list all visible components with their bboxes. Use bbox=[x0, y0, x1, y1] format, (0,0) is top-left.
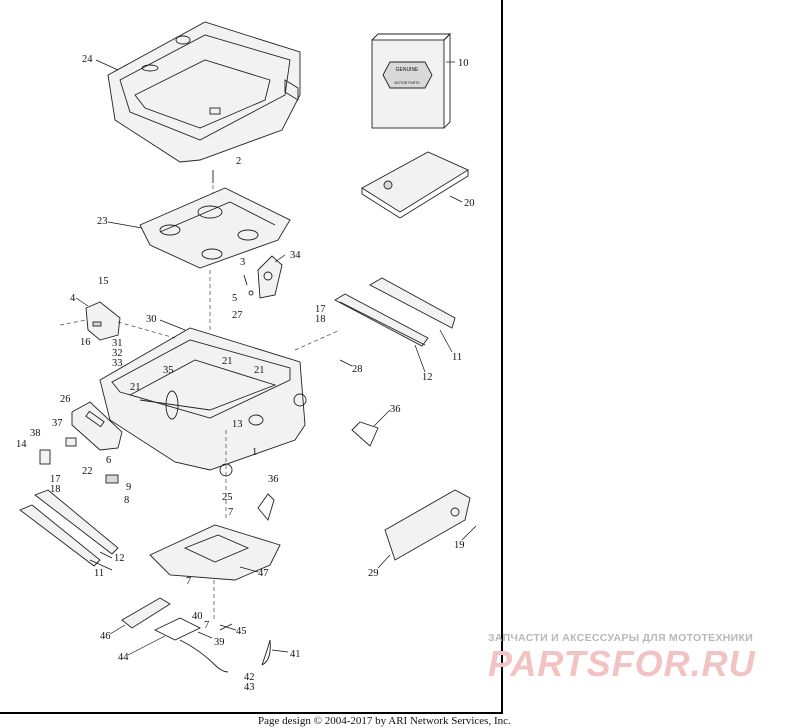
callout-24[interactable]: 24 bbox=[82, 54, 93, 65]
part-liner[interactable] bbox=[107, 21, 301, 163]
callout-21b[interactable]: 21 bbox=[254, 365, 265, 376]
callout-16[interactable]: 16 bbox=[80, 337, 91, 348]
callout-45[interactable]: 45 bbox=[236, 626, 247, 637]
callout-19[interactable]: 19 bbox=[454, 540, 465, 551]
callout-22[interactable]: 22 bbox=[82, 466, 93, 477]
manual-sub: MOTOR PARTS bbox=[394, 81, 420, 85]
part-screw-3[interactable] bbox=[243, 274, 248, 286]
callout-14[interactable]: 14 bbox=[16, 439, 27, 450]
callout-26[interactable]: 26 bbox=[60, 394, 71, 405]
part-washer-5[interactable] bbox=[248, 290, 254, 296]
part-rail-right[interactable] bbox=[334, 277, 456, 347]
part-base-plate[interactable] bbox=[149, 524, 281, 581]
callout-2[interactable]: 2 bbox=[236, 156, 241, 167]
callout-18a[interactable]: 18 bbox=[315, 314, 326, 325]
part-lid-trim[interactable] bbox=[384, 489, 471, 561]
callout-39[interactable]: 39 bbox=[214, 637, 225, 648]
callout-46[interactable]: 46 bbox=[100, 631, 111, 642]
callout-27[interactable]: 27 bbox=[232, 310, 243, 321]
callout-42[interactable]: 42 bbox=[244, 672, 255, 683]
part-light-46[interactable] bbox=[121, 597, 171, 629]
callout-15[interactable]: 15 bbox=[98, 276, 109, 287]
part-latch-34[interactable] bbox=[257, 255, 283, 299]
part-rail-left[interactable] bbox=[19, 489, 119, 567]
watermark-tagline: ЗАПЧАСТИ И АКСЕССУАРЫ ДЛЯ МОТОТЕХНИКИ bbox=[488, 632, 754, 644]
callout-21a[interactable]: 21 bbox=[222, 356, 233, 367]
part-9[interactable] bbox=[105, 474, 119, 484]
part-lock-housing[interactable] bbox=[71, 401, 123, 451]
callout-7b[interactable]: 7 bbox=[186, 576, 191, 587]
part-manual[interactable]: GENUINE MOTOR PARTS bbox=[371, 32, 452, 129]
callout-12b[interactable]: 12 bbox=[114, 553, 125, 564]
callout-9[interactable]: 9 bbox=[126, 482, 131, 493]
callout-25[interactable]: 25 bbox=[222, 492, 233, 503]
part-harness-44[interactable] bbox=[153, 617, 229, 673]
callout-31[interactable]: 31 bbox=[112, 338, 123, 349]
callout-7c[interactable]: 7 bbox=[204, 620, 209, 631]
callout-8[interactable]: 8 bbox=[124, 495, 129, 506]
part-seal-36a[interactable] bbox=[351, 421, 379, 447]
footer-copyright: Page design © 2004-2017 by ARI Network S… bbox=[258, 715, 511, 727]
callout-6[interactable]: 6 bbox=[106, 455, 111, 466]
callout-40[interactable]: 40 bbox=[192, 611, 203, 622]
callout-43[interactable]: 43 bbox=[244, 682, 255, 693]
callout-33[interactable]: 33 bbox=[112, 358, 123, 369]
callout-21c[interactable]: 21 bbox=[130, 382, 141, 393]
callout-44[interactable]: 44 bbox=[118, 652, 129, 663]
callout-11a[interactable]: 11 bbox=[452, 352, 462, 363]
part-37[interactable] bbox=[65, 437, 77, 447]
manual-badge: GENUINE bbox=[396, 67, 419, 73]
callout-1[interactable]: 1 bbox=[252, 447, 257, 458]
callout-23[interactable]: 23 bbox=[97, 216, 108, 227]
watermark: ЗАПЧАСТИ И АКСЕССУАРЫ ДЛЯ МОТОТЕХНИКИ PA… bbox=[488, 632, 788, 684]
callout-4[interactable]: 4 bbox=[70, 293, 76, 304]
callout-38[interactable]: 38 bbox=[30, 428, 41, 439]
part-floor-plate[interactable] bbox=[139, 187, 291, 269]
callout-28[interactable]: 28 bbox=[352, 364, 363, 375]
part-hinge-4[interactable] bbox=[85, 301, 121, 341]
callout-12a[interactable]: 12 bbox=[422, 372, 433, 383]
callout-5[interactable]: 5 bbox=[232, 293, 237, 304]
callout-37[interactable]: 37 bbox=[52, 418, 63, 429]
part-case-body[interactable] bbox=[99, 327, 307, 471]
callout-34[interactable]: 34 bbox=[290, 250, 301, 261]
callout-20[interactable]: 20 bbox=[464, 198, 475, 209]
callout-11b[interactable]: 11 bbox=[94, 568, 104, 579]
callout-17a[interactable]: 17 bbox=[315, 304, 326, 315]
callout-36b[interactable]: 36 bbox=[268, 474, 279, 485]
callout-17b[interactable]: 17 bbox=[50, 474, 61, 485]
diagram-frame bbox=[0, 0, 503, 714]
part-seal-36b[interactable] bbox=[257, 493, 275, 521]
callout-41[interactable]: 41 bbox=[290, 649, 301, 660]
watermark-logo: PARTSFOR.RU bbox=[488, 643, 756, 684]
part-booklet[interactable] bbox=[361, 151, 469, 219]
callout-10[interactable]: 10 bbox=[458, 58, 469, 69]
callout-36a[interactable]: 36 bbox=[390, 404, 401, 415]
callout-7a[interactable]: 7 bbox=[228, 507, 233, 518]
part-14[interactable] bbox=[39, 449, 51, 465]
callout-30[interactable]: 30 bbox=[146, 314, 157, 325]
callout-47[interactable]: 47 bbox=[258, 568, 269, 579]
callout-13[interactable]: 13 bbox=[232, 419, 243, 430]
callout-3[interactable]: 3 bbox=[240, 257, 245, 268]
part-wire-41[interactable] bbox=[261, 639, 271, 666]
callout-29[interactable]: 29 bbox=[368, 568, 379, 579]
callout-32[interactable]: 32 bbox=[112, 348, 123, 359]
callout-35[interactable]: 35 bbox=[163, 365, 174, 376]
callout-18b[interactable]: 18 bbox=[50, 484, 61, 495]
